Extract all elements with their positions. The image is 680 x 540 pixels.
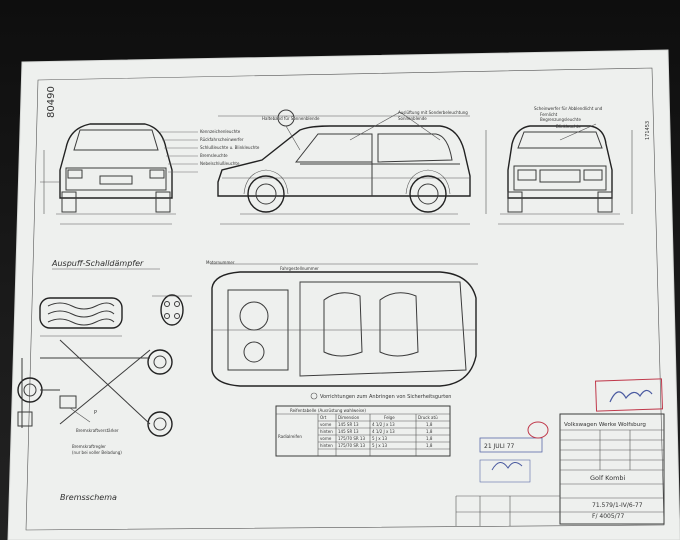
tire-table-row-label: Radialreifen [278,434,302,439]
company-name: Volkswagen Werke Wolfsburg [564,422,646,428]
tire-cell: 175/70 SR 13 [338,443,365,448]
tire-table: Reifentabelle (Ausrüstung wahlweise) Ort… [275,405,451,457]
drawing-number-vertical: 80490 [46,86,57,118]
svg-text:Bremskraftverstärker: Bremskraftverstärker [76,428,119,433]
tire-cell: 145 SR 13 [338,429,359,434]
side-view-drawing: Halteband für Sonnenblende Auslüftung mi… [217,109,471,225]
svg-text:Fahrgestellnummer: Fahrgestellnummer [280,266,319,271]
top-view-drawing: Motornummer Fahrgestellnummer [206,260,478,387]
title-block: Volkswagen Werke Wolfsburg Golf Kombi 71… [455,413,665,526]
tire-cell: 175/70 SR 13 [338,436,365,441]
svg-text:Kennzeichenleuchte: Kennzeichenleuchte [200,129,241,134]
drawing-number: 71.579/1-IV/6-77 [592,502,643,509]
tire-cell: 4 1/2 J x 13 [372,422,395,427]
svg-text:Blinkleuchte: Blinkleuchte [556,124,581,129]
svg-text:Rückfahrscheinwerfer: Rückfahrscheinwerfer [200,137,244,142]
tire-table-title: Reifentabelle [290,408,317,413]
svg-text:(nur bei voller Beladung): (nur bei voller Beladung) [72,450,122,455]
svg-text:Motornummer: Motornummer [206,260,235,265]
svg-text:Bremsleuchte: Bremsleuchte [200,153,228,158]
tire-cell: hinten [320,443,333,448]
tire-table-subtitle: (Ausrüstung wahlweise) [318,408,366,413]
tire-cell: 1,8 [426,422,433,427]
svg-text:Fernlicht: Fernlicht [540,112,558,117]
section-title-exhaust: Auspuff-Schalldämpfer [51,259,144,268]
svg-text:21 JULI 77: 21 JULI 77 [484,443,515,450]
tire-cell: 1,8 [426,436,433,441]
svg-text:171453: 171453 [645,121,651,140]
tire-cell: 1,8 [426,429,433,434]
brake-schema-drawing: P Bremskraftverstärker Bremskraftregler … [17,339,173,455]
front-view-drawing: Scheinwerfer für Abblendlicht und Fernli… [485,106,651,225]
svg-text:Halteband für Sonnenblende: Halteband für Sonnenblende [262,116,320,121]
date-stamp: 21 JULI 77 [479,421,549,483]
sheet-reference: F/ 4005/77 [592,513,624,520]
svg-text:Schlußleuchte u. Blinkleuchte: Schlußleuchte u. Blinkleuchte [200,145,260,150]
svg-text:Auslüftung mit Sonderbeleuchtu: Auslüftung mit Sonderbeleuchtung [398,110,468,115]
tire-cell: 4 1/2 J x 13 [372,429,395,434]
tire-cell: hinten [320,429,333,434]
svg-text:Begrenzungsleuchte: Begrenzungsleuchte [540,117,582,122]
tire-cell: 5 J x 13 [372,436,387,441]
exhaust-muffler-drawing [39,294,192,337]
svg-text:Bremskraftregler: Bremskraftregler [72,444,106,449]
tire-cell: 145 SR 13 [338,422,359,427]
seatbelt-note: Vorrichtungen zum Anbringen von Sicherhe… [320,394,451,400]
approval-stamp [594,378,664,412]
drawing-frame [25,67,665,531]
tire-table-header: Dimension [338,415,360,420]
section-title-brakes: Bremsschema [60,493,117,502]
svg-text:Sonnenblende: Sonnenblende [398,116,427,121]
tire-table-header: Felge [384,415,395,420]
rear-view-drawing: Kennzeichenleuchte Rückfahrscheinwerfer … [40,123,260,225]
tire-table-header: Druck atü [418,415,438,420]
tire-cell: vorne [320,436,332,441]
model-name: Golf Kombi [590,474,626,482]
svg-text:Scheinwerfer für Abblendlicht: Scheinwerfer für Abblendlicht und [534,106,603,111]
paper [8,50,680,540]
tire-cell: vorne [320,422,332,427]
svg-text:Nebelschlußleuchte: Nebelschlußleuchte [200,161,240,166]
tire-table-header: Ort [320,415,327,420]
tire-cell: 5 J x 13 [372,443,387,448]
svg-text:P: P [94,410,97,416]
tire-cell: 1,8 [426,443,433,448]
